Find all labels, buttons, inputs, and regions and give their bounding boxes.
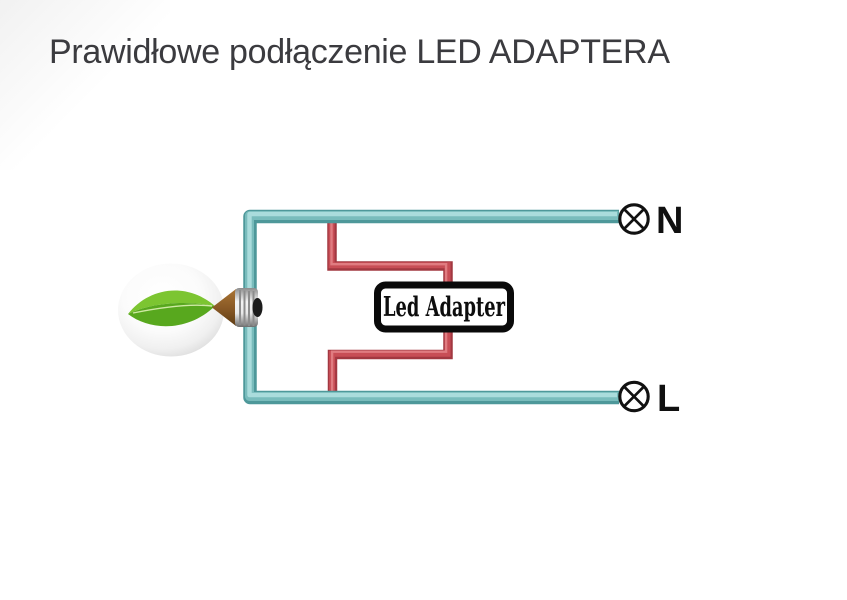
bulb-screw-threads: [239, 290, 255, 326]
terminal-l-label: L: [657, 378, 680, 420]
eco-light-bulb-icon: [118, 263, 263, 357]
leaf-icon-top: [128, 290, 215, 314]
adapter-wire-top-mid: [328, 214, 451, 287]
terminal-n-label: N: [656, 200, 683, 242]
leaf-midrib: [132, 304, 213, 314]
adapter-wire-top-base: [327, 215, 453, 287]
led-adapter-box: Led Adapter: [374, 281, 514, 333]
bulb-neck: [212, 289, 236, 326]
led-adapter-box-frame: [374, 281, 514, 333]
page-title: Prawidłowe podłączenie LED ADAPTERA: [49, 33, 670, 71]
adapter-wire-top-highlight: [330, 214, 448, 284]
led-adapter-label: Led Adapter: [383, 292, 506, 323]
adapter-wire-bottom: [327, 327, 453, 398]
terminal-l-cross: [623, 385, 645, 408]
terminal-n-cross: [623, 208, 645, 230]
leaf-icon-bottom: [128, 302, 215, 327]
terminal-n: N: [618, 200, 683, 242]
bulb-contact-tip: [252, 298, 263, 317]
adapter-wire-bottom-highlight: [330, 328, 448, 395]
adapter-wire-top: [327, 214, 453, 287]
adapter-wire-bottom-mid: [329, 327, 451, 398]
adapter-wire-bottom-base: [327, 328, 453, 398]
terminal-l: L: [618, 378, 680, 420]
